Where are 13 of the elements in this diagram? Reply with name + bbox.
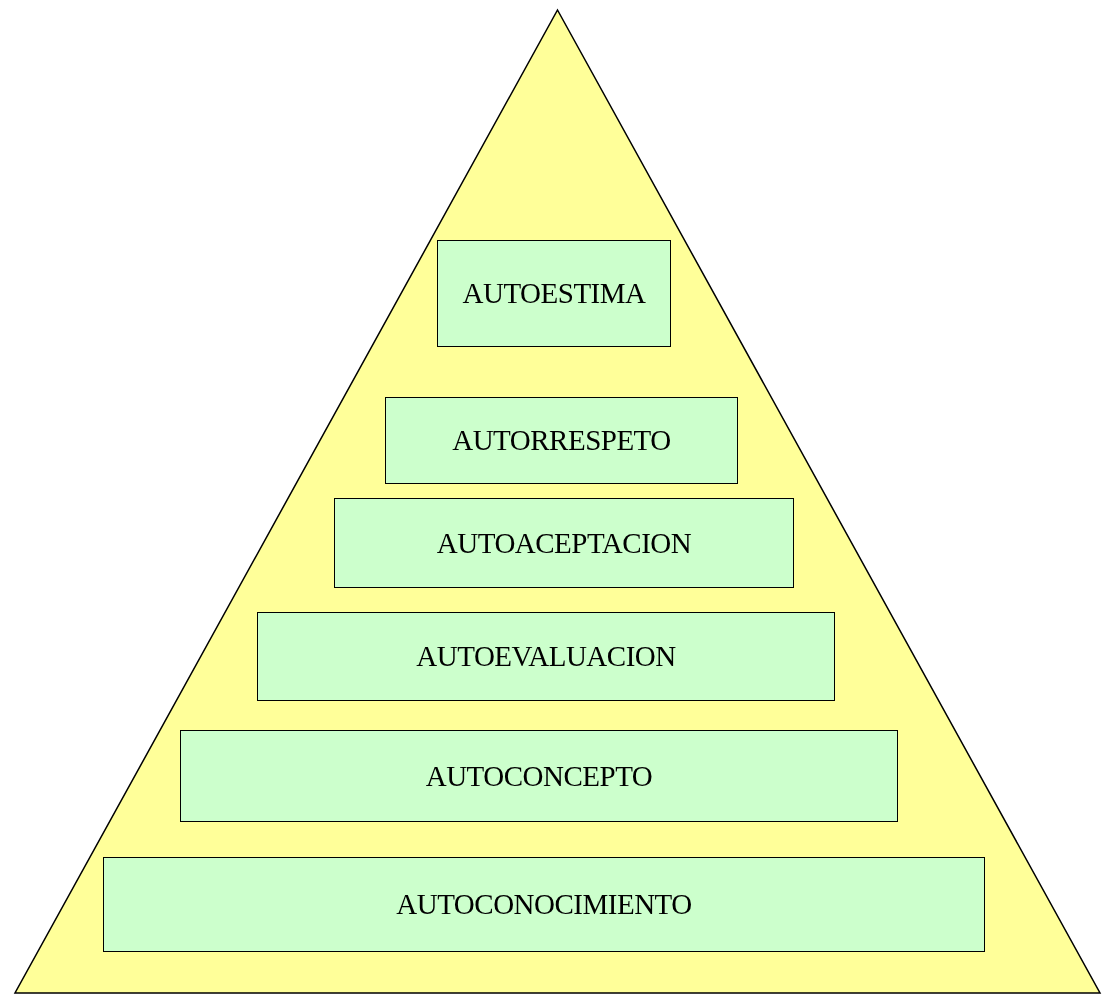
level-box: [334, 498, 794, 588]
pyramid-triangle: [15, 10, 1100, 993]
level-label: AUTORRESPETO: [452, 424, 671, 457]
level-box: [180, 730, 898, 822]
level-label: AUTOCONCEPTO: [425, 759, 653, 793]
level-label: AUTOESTIMA: [462, 277, 646, 310]
level-box: [103, 857, 985, 952]
level-label: AUTOACEPTACION: [436, 526, 692, 560]
level-box: [257, 612, 835, 701]
level-box: [437, 240, 671, 347]
level-box: [385, 397, 738, 484]
level-label: AUTOEVALUACION: [416, 640, 676, 673]
level-label: AUTOCONOCIMIENTO: [396, 888, 692, 921]
